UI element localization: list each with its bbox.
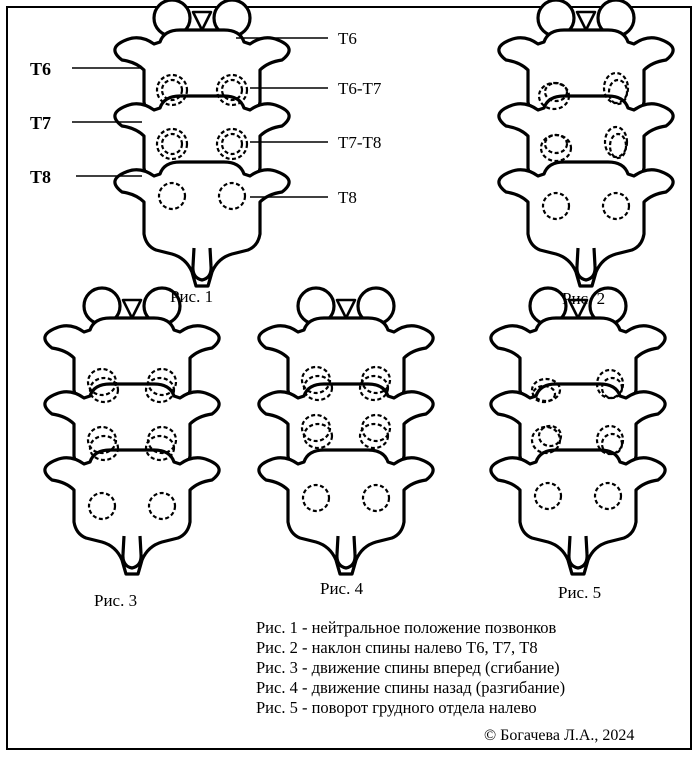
caption-fig-5: Рис. 5 xyxy=(558,584,601,601)
label-right-t6-t7: T6-T7 xyxy=(338,80,381,97)
spine-fig-3 xyxy=(45,288,219,574)
spine-fig-4 xyxy=(259,288,433,574)
caption-fig-3: Рис. 3 xyxy=(94,592,137,609)
caption-fig-4: Рис. 4 xyxy=(320,580,363,597)
legend-line-4: Рис. 4 - движение спины назад (разгибани… xyxy=(256,680,565,697)
label-left-t8: T8 xyxy=(30,168,51,186)
label-left-t7: T7 xyxy=(30,114,51,132)
label-right-t8: T8 xyxy=(338,189,357,206)
spine-fig-2 xyxy=(499,0,673,286)
legend-line-3: Рис. 3 - движение спины вперед (сгибание… xyxy=(256,660,560,677)
spine-fig-1 xyxy=(115,0,289,286)
caption-fig-2: Рис. 2 xyxy=(562,290,605,307)
copyright: © Богачева Л.А., 2024 xyxy=(484,728,634,744)
label-right-t6: T6 xyxy=(338,30,357,47)
legend-line-1: Рис. 1 - нейтральное положение позвонков xyxy=(256,620,556,637)
label-left-t6: T6 xyxy=(30,60,51,78)
legend-line-2: Рис. 2 - наклон спины налево Т6, Т7, Т8 xyxy=(256,640,538,657)
label-right-t7-t8: T7-T8 xyxy=(338,134,381,151)
legend-line-5: Рис. 5 - поворот грудного отдела налево xyxy=(256,700,537,717)
caption-fig-1: Рис. 1 xyxy=(170,288,213,305)
spine-fig-5 xyxy=(491,288,665,574)
